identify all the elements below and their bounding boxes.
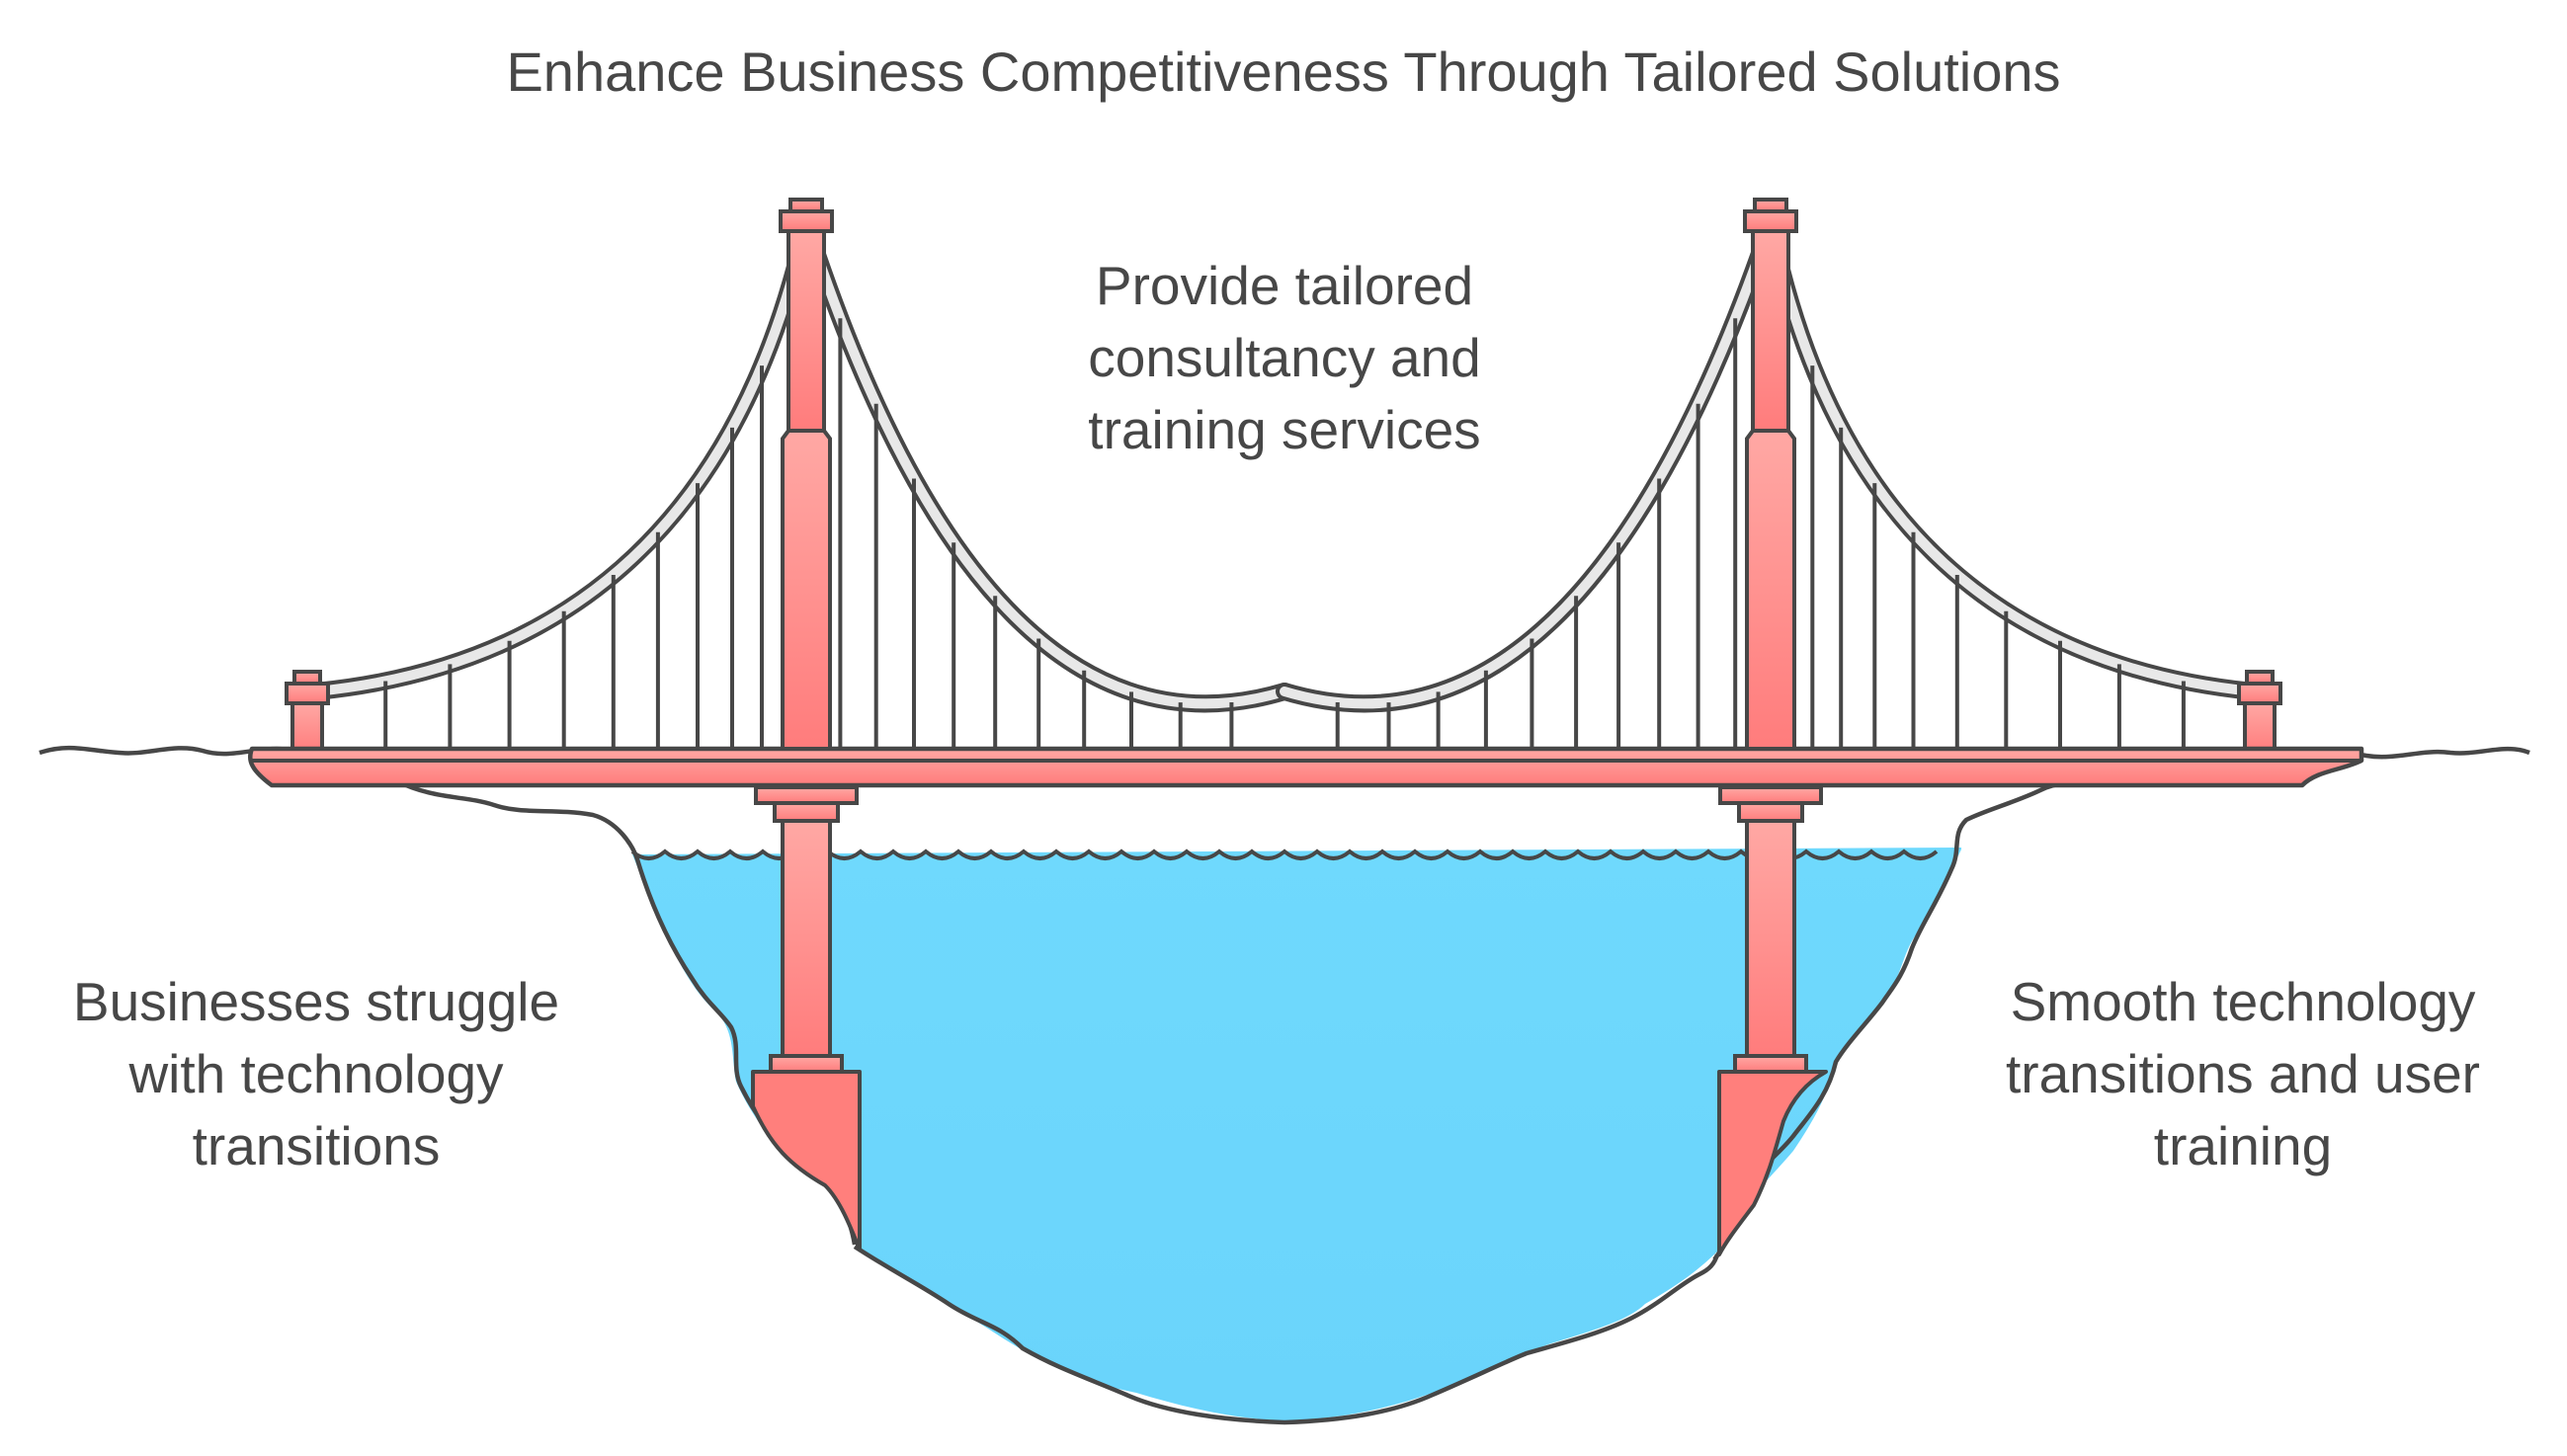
main-cable — [311, 217, 811, 696]
outcome-label-line: training — [2153, 1115, 2333, 1176]
main-cable — [801, 217, 1289, 709]
main-cable — [1280, 217, 1776, 709]
hanger-cables — [383, 318, 2186, 749]
diagram-title: Enhance Business Competitiveness Through… — [506, 40, 2061, 103]
outcome-label-line: transitions and user — [2006, 1043, 2480, 1104]
right-anchor-post — [2237, 670, 2282, 755]
left-cliff — [39, 745, 858, 1246]
problem-label-line: transitions — [192, 1115, 441, 1176]
problem-label-line: Businesses struggle — [72, 971, 560, 1032]
solution-label-line: Provide tailored — [1095, 255, 1474, 316]
water-surface-waves — [630, 849, 1939, 860]
outcome-label-line: Smooth technology — [2010, 971, 2476, 1032]
solution-label: Provide tailored consultancy and trainin… — [988, 250, 1581, 466]
solution-label-line: consultancy and — [1088, 327, 1481, 388]
suspension-cables — [307, 213, 2262, 713]
outcome-label: Smooth technology transitions and user t… — [1946, 966, 2539, 1182]
problem-label: Businesses struggle with technology tran… — [20, 966, 613, 1182]
gorge-bottom — [853, 1245, 1720, 1425]
solution-label-line: training services — [1088, 399, 1481, 460]
main-cable — [1766, 217, 2258, 696]
bridge-deck — [247, 746, 2364, 788]
river-water — [632, 848, 1961, 1420]
left-tower — [751, 198, 862, 1252]
left-anchor-post — [285, 670, 330, 755]
problem-label-line: with technology — [128, 1043, 504, 1104]
right-tower — [1717, 198, 1828, 1256]
